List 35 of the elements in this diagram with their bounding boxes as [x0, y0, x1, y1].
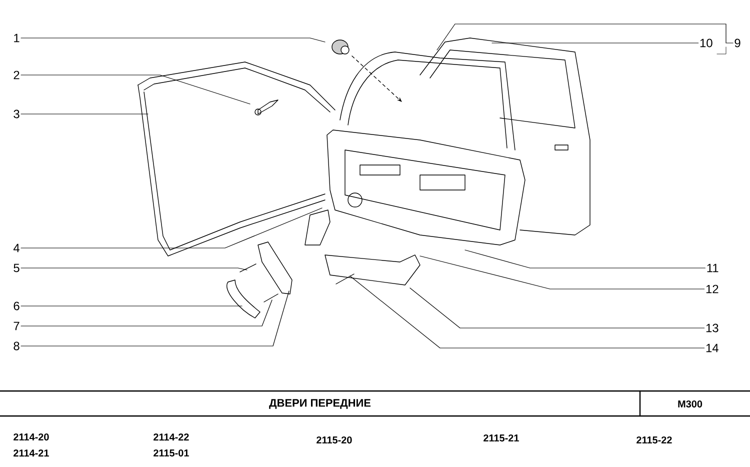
callout-number: 10: [700, 38, 712, 48]
callout-number: 6: [14, 302, 20, 310]
callout-number: 14: [706, 344, 718, 352]
callout-number: 8: [14, 342, 20, 350]
callout-number: 11: [707, 264, 718, 272]
table-heading: ДВЕРИ ПЕРЕДНИЕ: [269, 399, 371, 409]
callout-number: 1: [14, 34, 20, 42]
model-code: 2114-21: [14, 450, 49, 456]
leader-line: [20, 290, 290, 346]
model-code: 2114-20: [14, 433, 49, 441]
callout-number: 9: [734, 38, 740, 48]
model-code: 2115-01: [154, 449, 189, 457]
callout-number: 3: [14, 110, 20, 118]
leader-line: [350, 276, 705, 348]
leader-line: [20, 208, 322, 248]
callout-number: 7: [14, 322, 20, 330]
section-code: М300: [678, 400, 702, 408]
leader-line: [20, 300, 272, 326]
leader-line: [436, 24, 734, 50]
leader-line: [410, 288, 705, 328]
leader-line: [20, 74, 250, 104]
callout-number: 13: [706, 324, 718, 332]
callout-number: 5: [14, 264, 20, 272]
model-code: 2114-22: [154, 434, 189, 440]
model-code: 2115-21: [484, 434, 519, 442]
leader-line: [420, 256, 705, 290]
leader-line: [20, 268, 248, 270]
model-code: 2115-22: [636, 436, 672, 444]
callout-number: 2: [14, 70, 20, 80]
model-code: 2115-20: [316, 436, 352, 444]
leader-line: [492, 42, 699, 44]
leader-line: [464, 250, 706, 268]
leader-line: [20, 38, 326, 42]
callout-number: 4: [13, 244, 20, 252]
callout-number: 12: [706, 284, 718, 294]
